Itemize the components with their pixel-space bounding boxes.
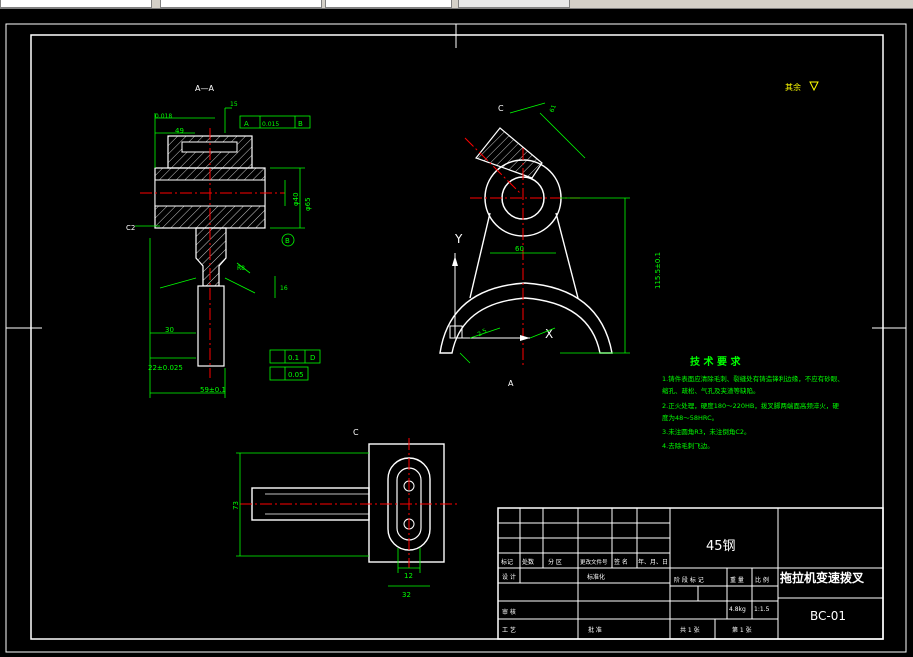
dim-r8: R8 [237, 265, 245, 272]
frame-center-marks [6, 24, 906, 329]
drawing-number-text: BC-01 [810, 609, 846, 623]
dim-115: 115.5±0.1 [654, 252, 662, 289]
tb-stage-mark: 阶 段 标 记 [674, 576, 704, 584]
tb-count: 处数 [522, 558, 534, 566]
tol-005: 0.05 [288, 371, 304, 379]
dim-49: 49 [175, 127, 184, 135]
title-block [497, 507, 884, 640]
arrow-c-label: C [498, 104, 504, 113]
tb-date: 年、月、日 [638, 558, 668, 566]
tb-zone: 分 区 [548, 558, 562, 566]
part-name-text: 拖拉机变速拨叉 [780, 570, 865, 585]
ref-datum-d: D [310, 354, 315, 362]
drawing-tab-3[interactable] [325, 0, 452, 8]
tb-sign: 签 名 [614, 558, 628, 566]
tb-weight: 重 量 [730, 576, 744, 584]
tech-line-1: 1.铸件表面应清除毛刺、裂缝处有铸造锋利边缘，不应有砂眼、 [662, 374, 844, 383]
technical-requirements: 技 术 要 求 1.铸件表面应清除毛刺、裂缝处有铸造锋利边缘，不应有砂眼、 缩孔… [662, 355, 844, 450]
dim-25: 2.5 [476, 327, 488, 338]
axis-x-label: X [545, 327, 553, 341]
tb-sheet-no: 第 1 张 [732, 626, 752, 634]
tech-line-3: 2.正火处理，硬度180～220HB，拨叉脚两端面高频淬火，硬 [662, 401, 839, 410]
tol-01: 0.1 [288, 354, 299, 362]
roughness-rest: 其余 [785, 82, 801, 92]
drawing-tab-bar [0, 0, 913, 9]
tech-line-5: 3.未注圆角R3，未注倒角C2。 [662, 427, 751, 436]
ref-datum-b2: B [285, 237, 290, 245]
section-view-a-a: A—A [126, 84, 321, 398]
dim-phi65: φ65 [304, 197, 312, 211]
tb-scale: 比 例 [755, 576, 769, 584]
axis-y-label: Y [454, 232, 463, 246]
tb-scale-value: 1:1.5 [754, 606, 770, 613]
tech-title: 技 术 要 求 [690, 355, 741, 368]
dim-12: 12 [404, 572, 413, 580]
stem-section [195, 227, 227, 287]
tb-standardize: 标准化 [587, 573, 605, 581]
dim-30: 30 [165, 326, 174, 334]
tb-review: 审 核 [502, 608, 516, 616]
fork-leg [197, 285, 225, 367]
drawing-tab-1[interactable] [0, 0, 152, 8]
front-view-fork: C Y X A 60 1 [439, 81, 819, 388]
tb-approve: 批 准 [588, 626, 602, 634]
tb-weight-value: 4.8kg [729, 606, 746, 613]
drawing-tab-4[interactable] [458, 0, 570, 8]
dim-16: 16 [280, 285, 288, 292]
drawing-tab-2[interactable] [160, 0, 322, 8]
dim-22: 22±0.025 [148, 364, 183, 372]
dim-61: 61 [549, 104, 558, 114]
dim-32: 32 [402, 591, 411, 599]
tech-line-6: 4.去除毛刺飞边。 [662, 441, 714, 450]
section-label: A—A [195, 84, 214, 93]
tb-design: 设 计 [502, 573, 516, 581]
dim-phi40: φ40 [292, 192, 300, 206]
dim-c2: C2 [126, 224, 135, 232]
title-block-text: 45钢 拖拉机变速拨叉 BC-01 标记 处数 分 区 更改文件号 签 名 年、… [501, 539, 865, 634]
tb-sheets-total: 共 1 张 [680, 626, 700, 634]
cad-drawing-canvas[interactable]: A—A [0, 8, 913, 657]
ref-datum-b1: B [298, 120, 303, 128]
inner-frame [30, 34, 884, 640]
material-text: 45钢 [706, 539, 736, 554]
dim-73: 73 [232, 501, 240, 510]
tb-mark: 标记 [501, 558, 513, 566]
dim-15: 15 [230, 101, 238, 108]
view-c-label: C [353, 428, 359, 437]
dim-0118: 0.018 [155, 113, 172, 120]
tech-line-2: 缩孔、疏松、气孔及夹渣等缺陷。 [662, 386, 760, 395]
dim-60: 60 [515, 245, 524, 253]
tb-change-doc: 更改文件号 [580, 558, 608, 566]
tech-line-4: 度为48～58HRC。 [662, 413, 718, 422]
dim-0015: 0.015 [262, 121, 279, 128]
arrow-a-label: A [508, 379, 514, 388]
dim-59: 59±0.1 [200, 386, 226, 394]
ref-datum-a1: A [244, 120, 249, 128]
view-c: C 73 12 32 [232, 428, 460, 599]
tb-process: 工 艺 [502, 626, 516, 634]
